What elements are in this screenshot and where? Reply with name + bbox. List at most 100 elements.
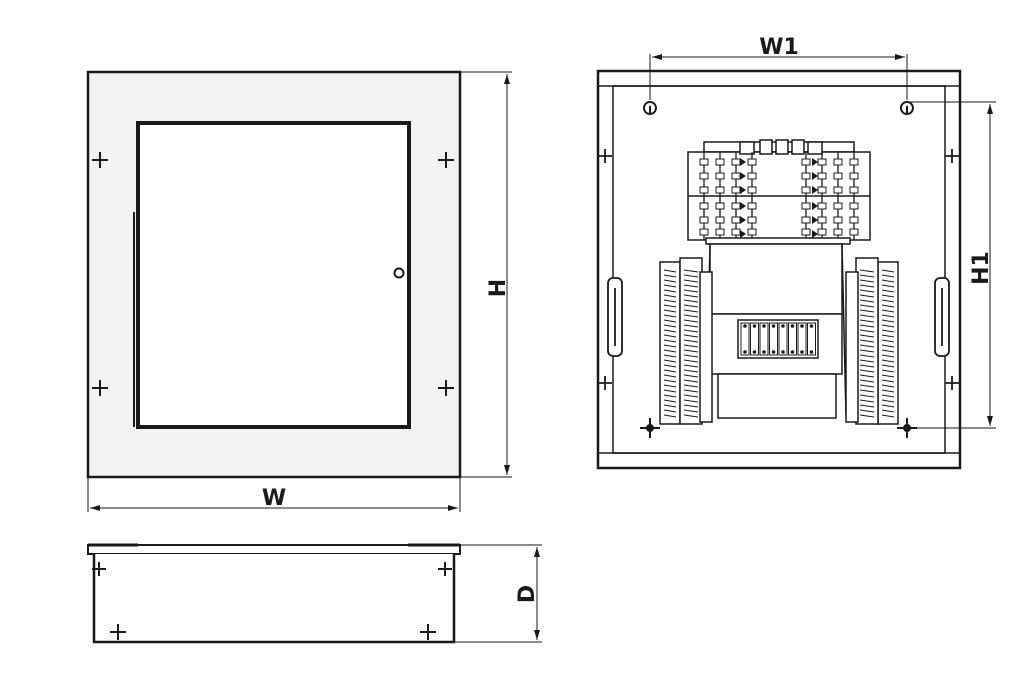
screw-plus-icon [110, 624, 126, 640]
depth-label: D [515, 585, 540, 603]
right-rail [845, 257, 899, 425]
side-handles [607, 277, 950, 357]
breaker-contact [715, 216, 725, 224]
breaker-arrow [740, 172, 746, 180]
screw-plus-icon [438, 562, 452, 576]
rail-tick [683, 369, 699, 373]
rail-tick [881, 294, 895, 298]
mounting-keyholes [642, 101, 914, 115]
breaker-contact [801, 158, 811, 166]
rail-tick [683, 344, 699, 348]
mount-height-label: H1 [969, 251, 994, 285]
terminal-cell [740, 322, 750, 356]
mount-width-label: W1 [759, 35, 799, 60]
rail-tick [859, 359, 875, 363]
screw-plus-icon [438, 380, 454, 396]
breaker-block [687, 139, 871, 241]
rail-tick [663, 339, 677, 343]
depth-dimension [454, 544, 542, 643]
breaker-contact [731, 186, 741, 194]
rail-tick [663, 304, 677, 308]
rail-tick [881, 404, 895, 408]
screw-plus-icon [92, 562, 106, 576]
screw-plus-icon [598, 149, 612, 163]
rail-tick [881, 379, 895, 383]
rail-tick [881, 314, 895, 318]
rail-tick [881, 359, 895, 363]
breaker-contact [715, 158, 725, 166]
rail-tick [881, 274, 895, 278]
rail-tick [663, 369, 677, 373]
breaker-contact [747, 186, 757, 194]
rail-tick [881, 299, 895, 303]
terminal-screw [762, 350, 766, 354]
rail-tick [683, 284, 699, 288]
rail-tick [881, 389, 895, 393]
breaker-contact [849, 158, 859, 166]
side-body [92, 554, 456, 644]
breaker-contact [715, 228, 725, 236]
rail-tick [881, 364, 895, 368]
rail-tick [683, 394, 699, 398]
rail-tick [881, 384, 895, 388]
rail-tick [683, 299, 699, 303]
screw-plus-icon [420, 624, 436, 640]
breaker-contact [699, 158, 709, 166]
terminal-cell [750, 322, 759, 356]
rail-tick [859, 304, 875, 308]
rail-tick [663, 409, 677, 413]
rail-tick [683, 359, 699, 363]
rail-tick [859, 374, 875, 378]
breaker-contact [699, 228, 709, 236]
breaker-arrow [740, 216, 746, 224]
rail-tick [663, 274, 677, 278]
breaker-contact [699, 216, 709, 224]
breaker-arrow [740, 230, 746, 238]
breaker-arrow [812, 172, 818, 180]
terminal-screw [800, 324, 804, 328]
breaker-contact [715, 186, 725, 194]
rail-tick [683, 339, 699, 343]
rail-tick [683, 314, 699, 318]
back-screw-marks [598, 149, 959, 390]
screw-plus-icon [598, 376, 612, 390]
rail-tick [663, 349, 677, 353]
rail-tick [859, 409, 875, 413]
terminal-screw [790, 350, 795, 354]
breaker-arrow [740, 158, 746, 166]
terminal-screw [771, 324, 776, 328]
breaker-contact [747, 202, 757, 210]
breaker-contact [715, 202, 725, 210]
rail-tick [859, 384, 875, 388]
rail-tick [683, 289, 699, 293]
breaker-arrow [740, 186, 746, 194]
side-view: D [87, 543, 542, 644]
breaker-contact [817, 186, 827, 194]
rail-tick [859, 309, 875, 313]
breaker-contact [849, 202, 859, 210]
door-lock-icon [393, 267, 405, 279]
rail-tick [859, 329, 875, 333]
rail-tick [859, 389, 875, 393]
terminal-cell [797, 322, 807, 356]
breaker-contact [833, 158, 843, 166]
rail-tick [881, 309, 895, 313]
rail-ticks [663, 269, 895, 418]
rail-tick [881, 394, 895, 398]
breaker-contact [699, 186, 709, 194]
terminal-screw [752, 324, 757, 328]
rail-tick [683, 364, 699, 368]
breaker-contact [817, 216, 827, 224]
terminal-screw [762, 324, 766, 328]
rail-tick [881, 409, 895, 413]
breaker-contact [731, 202, 741, 210]
rail-tick [663, 334, 677, 338]
mount-height-dimension [910, 101, 996, 429]
rail-tick [881, 329, 895, 333]
screw-plus-icon [92, 152, 108, 168]
rail-tick [859, 299, 875, 303]
terminal-screw [800, 350, 804, 354]
rail-tick [683, 374, 699, 378]
breaker-contact [731, 228, 741, 236]
